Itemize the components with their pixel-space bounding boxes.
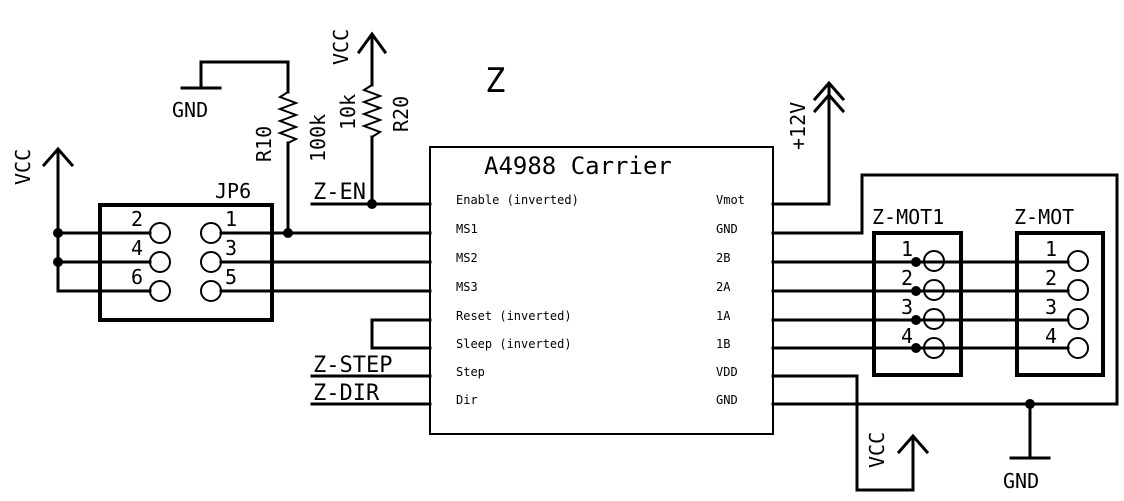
- z-en-label: Z-EN: [313, 180, 366, 205]
- z-mot-label: Z-MOT: [1014, 205, 1074, 229]
- jp6-pin-label: 1: [225, 207, 237, 231]
- chip-pin-right: 2B: [716, 251, 730, 265]
- r10-resistor: GND R10 100k: [172, 60, 330, 235]
- z-mot-pin-label: 4: [1045, 324, 1057, 348]
- a4988-chip: A4988 Carrier Enable (inverted) MS1 MS2 …: [429, 146, 774, 435]
- gnd-label-bottom: GND: [1003, 469, 1039, 493]
- r20-name: R20: [389, 96, 413, 132]
- jp6-pin-label: 5: [225, 265, 237, 289]
- z-step-label: Z-STEP: [313, 353, 392, 378]
- jp6-pin-1: [200, 222, 222, 244]
- motor-wires: [771, 257, 1070, 353]
- vcc-symbol-left: VCC: [11, 146, 75, 237]
- z-dir-net: Z-DIR: [310, 381, 432, 406]
- r10-name: R10: [252, 126, 276, 162]
- z-mot1-label: Z-MOT1: [872, 205, 944, 229]
- z-mot-connector: Z-MOT 1 2 3 4: [1014, 205, 1105, 377]
- jp6-pin-label: 4: [131, 236, 143, 260]
- jp6-wiring: [53, 228, 432, 293]
- jp6-header: JP6 2 4 6 1 3 5: [98, 179, 274, 322]
- jp6-pin-6: [149, 280, 171, 302]
- vdd-vcc-link: VCC: [771, 374, 930, 492]
- z-mot-pin-label: 1: [1045, 237, 1057, 261]
- z-en-net: Z-EN: [310, 180, 432, 209]
- gnd-loop: GND: [771, 173, 1119, 493]
- z-mot1-pin-label: 1: [901, 237, 913, 261]
- chip-pin-left: Reset (inverted): [456, 309, 572, 323]
- r10-value: 100k: [306, 114, 330, 162]
- jp6-pin-label: 6: [131, 265, 143, 289]
- chip-pin-left: MS2: [456, 251, 478, 265]
- z-mot1-pin-label: 3: [901, 295, 913, 319]
- v12-label: +12V: [786, 102, 810, 150]
- chip-pin-left: Step: [456, 365, 485, 379]
- z-dir-label: Z-DIR: [313, 381, 380, 406]
- chip-pin-right: 1B: [716, 337, 730, 351]
- vcc-label-left: VCC: [11, 149, 35, 185]
- z-mot1-pin-label: 4: [901, 324, 913, 348]
- chip-pin-left: Enable (inverted): [456, 193, 579, 207]
- sheet-title: Z: [485, 61, 505, 101]
- jp6-pin-5: [200, 280, 222, 302]
- chip-title: A4988 Carrier: [484, 152, 672, 180]
- chip-pin-left: Dir: [456, 393, 478, 407]
- jp6-pin-3: [200, 251, 222, 273]
- z-mot-pin-label: 2: [1045, 266, 1057, 290]
- jp6-pin-label: 3: [225, 236, 237, 260]
- reset-sleep-link: [370, 318, 432, 350]
- chip-pin-right: GND: [716, 393, 738, 407]
- jp6-pin-label: 2: [131, 207, 143, 231]
- chip-pin-left: Sleep (inverted): [456, 337, 572, 351]
- r20-resistor: VCC 10k R20: [329, 29, 413, 206]
- r20-value: 10k: [336, 94, 360, 130]
- jp6-label: JP6: [215, 179, 251, 203]
- chip-pin-right: VDD: [716, 365, 738, 379]
- chip-pin-right: 2A: [716, 280, 731, 294]
- jp6-pin-2: [149, 222, 171, 244]
- chip-pin-left: MS1: [456, 222, 478, 236]
- chip-pin-right: Vmot: [716, 193, 745, 207]
- vcc-label-bottom: VCC: [865, 432, 889, 468]
- z-step-net: Z-STEP: [310, 353, 432, 378]
- chip-pin-right: 1A: [716, 309, 731, 323]
- jp6-pin-4: [149, 251, 171, 273]
- z-mot-pin-label: 3: [1045, 295, 1057, 319]
- vcc-label-r20: VCC: [329, 29, 353, 65]
- z-mot1-pin-label: 2: [901, 266, 913, 290]
- chip-pin-right: GND: [716, 222, 738, 236]
- v12-symbol: +12V: [771, 80, 846, 206]
- gnd-label-top: GND: [172, 98, 208, 122]
- chip-pin-left: MS3: [456, 280, 478, 294]
